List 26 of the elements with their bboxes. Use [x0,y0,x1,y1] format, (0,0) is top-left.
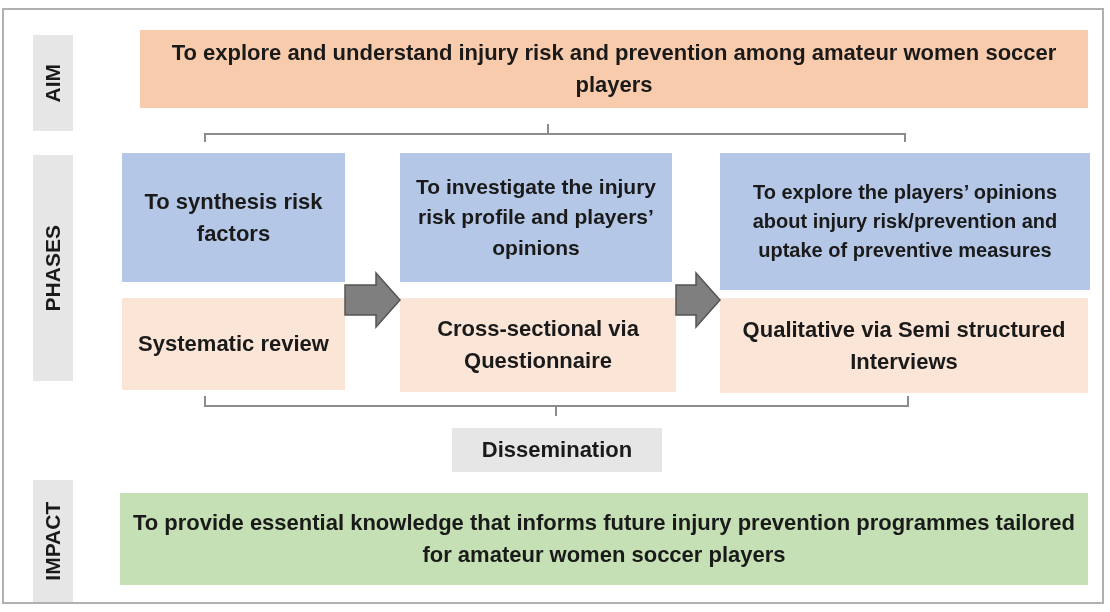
box-text: Cross-sectional via Questionnaire [436,315,640,375]
method-box [400,298,676,392]
dissemination-box [452,428,662,472]
section-label: PHASES [39,224,65,312]
section-label: AIM [39,63,65,103]
box-text: Systematic review [138,330,329,359]
side-label [33,155,73,381]
block-arrow [675,271,721,329]
box-text: Dissemination [481,436,633,465]
aim-box [140,30,1088,108]
impact-box [120,493,1088,585]
side-label [33,480,73,602]
section-label: IMPACT [39,501,65,581]
box-text: To explore and understand injury risk and prevention among amateur women soccer players [170,39,1058,99]
box-text: To investigate the injury risk profile and players’ opinions [415,173,657,261]
phase-objective-box [720,153,1090,290]
method-box [720,298,1088,393]
box-text: To synthesis risk factors [143,187,324,248]
phase-objective-box [400,153,672,282]
box-text: Qualitative via Semi structured Interviews [741,315,1067,376]
phase-objective-box [122,153,345,282]
method-box [122,298,345,390]
block-arrow [344,271,401,329]
box-text: To explore the players’ opinions about injury risk/prevention and uptake of preventive measures [751,180,1059,263]
side-label [33,35,73,131]
box-text: To provide essential knowledge that informs future injury prevention programmes tailored for amateur women soccer players [131,509,1077,569]
